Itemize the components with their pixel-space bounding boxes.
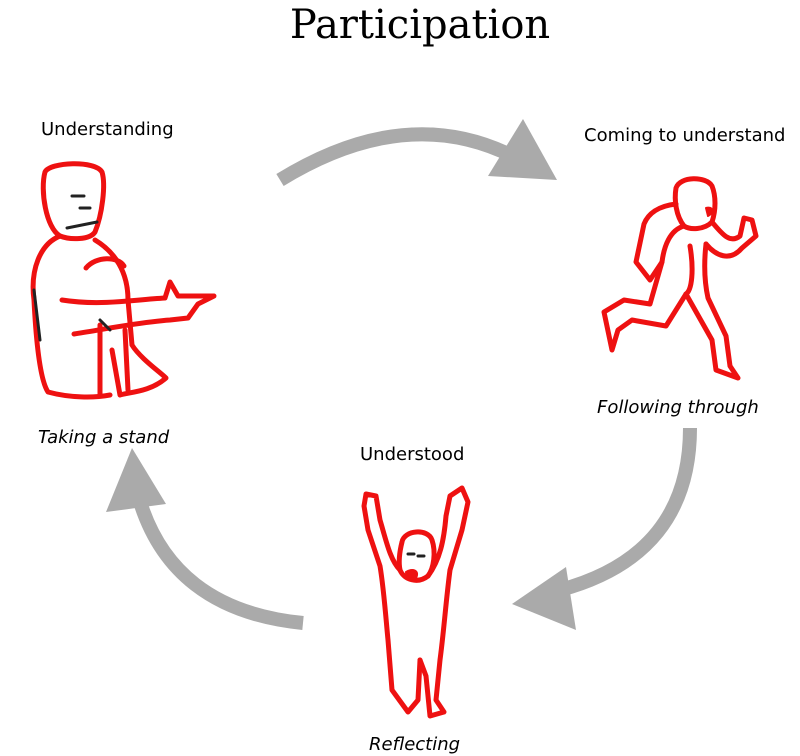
label-coming-to-understand: Coming to understand [584,125,786,146]
sitting-figure [30,161,217,400]
arrow-left [106,448,304,630]
label-understanding: Understanding [41,119,174,140]
arrow-top [276,119,557,186]
running-figure [601,176,759,381]
diagram-title: Participation [289,2,551,48]
label-understood: Understood [360,444,465,465]
caption-following-through: Following through [597,397,759,418]
cheering-figure [361,485,471,719]
arrow-right [512,427,697,630]
caption-reflecting: Reflecting [369,734,461,755]
caption-taking-a-stand: Taking a stand [38,427,170,448]
